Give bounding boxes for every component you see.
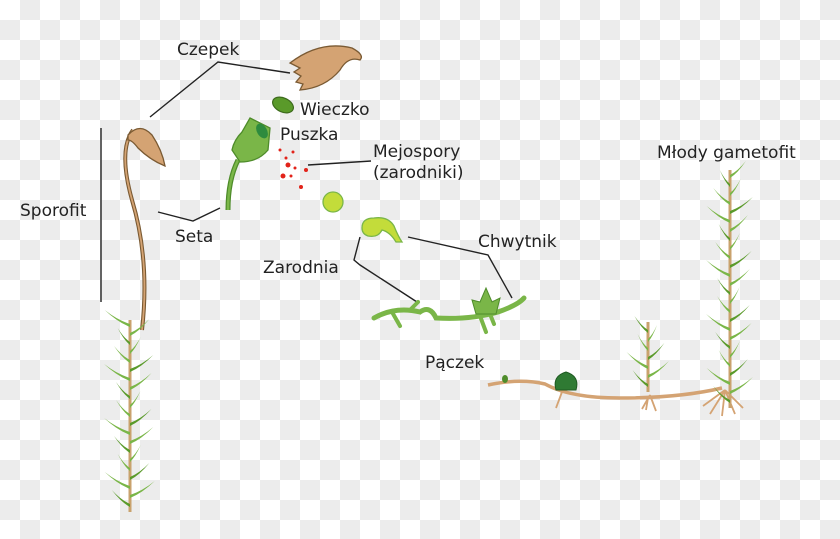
sporophyte-base-plant-leaf bbox=[130, 427, 154, 444]
young-plant-leaf bbox=[637, 334, 648, 351]
spore bbox=[293, 166, 297, 170]
young-gametophyte-leaf bbox=[706, 206, 730, 223]
label-paczek: Pączek bbox=[425, 353, 484, 373]
label-wieczko: Wieczko bbox=[300, 100, 370, 120]
young-gametophyte-leaf bbox=[730, 197, 753, 214]
spore bbox=[299, 185, 303, 189]
sporophyte-base-plant-leaf bbox=[130, 373, 152, 390]
young-gametophyte-leaf bbox=[730, 233, 740, 250]
young-gametophyte-leaf bbox=[730, 305, 750, 322]
young-gametophyte-leaf bbox=[730, 323, 752, 340]
spores bbox=[278, 148, 308, 189]
sporophyte-base-plant-leaf bbox=[130, 391, 141, 408]
label-zarodniki: (zarodniki) bbox=[373, 163, 463, 183]
sporophyte-base-plant-leaf bbox=[130, 319, 150, 336]
calyptra-on-sporofit bbox=[127, 127, 166, 168]
label-sporofit: Sporofit bbox=[20, 201, 87, 221]
sporophyte-base-plant-leaf bbox=[111, 490, 130, 507]
green-bud bbox=[554, 371, 578, 391]
young-gametophyte-leaf bbox=[719, 170, 730, 187]
calyptra bbox=[288, 45, 363, 91]
young-protonema bbox=[361, 217, 404, 243]
sporophyte-base-plant-leaf bbox=[115, 382, 130, 399]
protonema-bud bbox=[471, 286, 501, 315]
sporophyte-base-plant-leaf bbox=[114, 346, 130, 363]
label-czepek: Czepek bbox=[177, 40, 240, 60]
spore bbox=[284, 156, 288, 160]
young-plant-leaf bbox=[648, 343, 665, 360]
gametophyte-plants bbox=[104, 161, 753, 512]
seta-stem-inner bbox=[124, 129, 146, 331]
czepek-leader bbox=[149, 61, 291, 118]
young-plant-leaf bbox=[632, 370, 648, 387]
young-gametophyte-leaf bbox=[730, 251, 752, 268]
young-gametophyte-leaf bbox=[730, 179, 741, 196]
protonema-green bbox=[371, 295, 527, 321]
capsule-mouth bbox=[256, 123, 268, 139]
rhizoids bbox=[555, 389, 744, 417]
spore bbox=[291, 150, 295, 154]
spore-germinating bbox=[322, 191, 344, 213]
label-chwytnik: Chwytnik bbox=[478, 232, 557, 252]
sporophyte-base-plant-leaf bbox=[130, 355, 154, 372]
young-gametophyte-leaf bbox=[730, 161, 746, 178]
young-gametophyte-leaf bbox=[730, 341, 740, 358]
sporophyte-base-plant-leaf bbox=[116, 400, 130, 417]
young-gametophyte-leaf bbox=[718, 224, 730, 241]
young-gametophyte-leaf bbox=[706, 368, 730, 385]
young-gametophyte-leaf bbox=[718, 350, 730, 367]
label-mejospory: Mejospory bbox=[373, 142, 460, 162]
label-zarodnia: Zarodnia bbox=[263, 258, 339, 278]
young-gametophyte-leaf bbox=[730, 359, 748, 376]
young-gametophyte-leaf bbox=[706, 260, 730, 277]
mejospory-leader bbox=[307, 160, 372, 166]
young-gametophyte-leaf bbox=[715, 332, 730, 349]
zarodnia-leader bbox=[353, 236, 418, 303]
young-plant-leaf bbox=[634, 316, 648, 333]
young-gametophyte-leaf bbox=[717, 278, 730, 295]
young-gametophyte-leaf bbox=[713, 386, 730, 403]
seta-leader bbox=[157, 207, 221, 222]
seta-stem bbox=[123, 128, 147, 331]
young-gametophyte-leaf bbox=[730, 215, 748, 232]
capsule-seta-inner bbox=[226, 159, 240, 211]
capsule bbox=[231, 117, 271, 163]
protonema-branches bbox=[390, 300, 496, 334]
spore bbox=[280, 173, 286, 179]
spore bbox=[278, 148, 282, 152]
sporophyte-base-plant-leaf bbox=[130, 481, 155, 498]
sporophyte-base-plant-leaf bbox=[130, 463, 150, 480]
young-plant-leaf bbox=[626, 352, 648, 369]
spore bbox=[285, 162, 291, 168]
spore bbox=[289, 174, 293, 178]
sporophyte-base-plant-leaf bbox=[104, 310, 130, 327]
young-plant-leaf bbox=[648, 325, 658, 342]
sporophyte-base-plant-leaf bbox=[130, 337, 141, 354]
small-bud bbox=[502, 375, 508, 383]
label-mlody-gametofit: Młody gametofit bbox=[657, 143, 796, 163]
sporophyte-base-plant-leaf bbox=[130, 409, 152, 426]
sporophyte-base-plant-leaf bbox=[104, 472, 130, 489]
young-plant-leaf bbox=[648, 361, 669, 378]
operculum bbox=[272, 96, 294, 114]
young-gametophyte-leaf bbox=[706, 314, 730, 331]
sporophyte-base-plant-leaf bbox=[117, 454, 130, 471]
young-gametophyte-leaf bbox=[730, 377, 753, 394]
sporophyte-base-plant-leaf bbox=[117, 328, 130, 345]
sporophyte-base-plant-leaf bbox=[113, 436, 130, 453]
sporophyte-base-plant-leaf bbox=[104, 418, 130, 435]
sporophyte-base-plant-leaf bbox=[130, 445, 141, 462]
young-gametophyte-leaf bbox=[717, 296, 730, 313]
label-puszka: Puszka bbox=[280, 125, 338, 145]
young-gametophyte-leaf bbox=[713, 188, 730, 205]
sporophyte-base-plant-leaf bbox=[104, 364, 130, 381]
protonema bbox=[487, 379, 723, 400]
label-seta: Seta bbox=[175, 227, 213, 247]
young-gametophyte-leaf bbox=[715, 242, 730, 259]
young-gametophyte-leaf bbox=[730, 287, 740, 304]
chwytnik-leader bbox=[407, 236, 513, 299]
young-gametophyte-leaf bbox=[730, 269, 750, 286]
spore bbox=[304, 168, 308, 172]
